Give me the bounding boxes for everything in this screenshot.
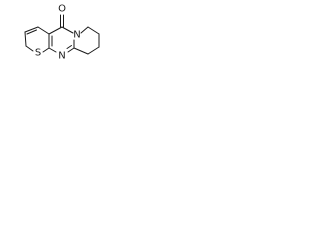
atom-oxygen: O — [58, 4, 66, 15]
bond-c-carbonyl-to-n — [61, 26, 74, 34]
bond-c3-to-c2 — [24, 26, 39, 33]
bond-c7a-to-n-bottom — [48, 47, 57, 53]
bond-ch2-top-to-ch2-right-top — [87, 26, 100, 35]
bond-c1-to-s — [25, 45, 34, 52]
bond-c3-to-c2-double — [26, 29, 37, 35]
bond-c3a-to-c3 — [37, 26, 50, 35]
bonds — [24, 14, 100, 55]
atom-nitrogen-ring: N — [73, 30, 80, 41]
bond-ch2-bottom-to-c-amidine — [73, 47, 89, 55]
bond-c-carbonyl-to-c3a — [48, 26, 63, 35]
bond-ch2-right-bottom-to-ch2-bottom — [87, 46, 100, 55]
bond-c2-to-c1 — [24, 31, 27, 47]
atom-nitrogen-bottom: N — [58, 51, 65, 62]
chemical-structure: O S N N — [24, 4, 100, 62]
bond-n-ring-to-ch2-top — [80, 26, 89, 34]
atom-labels: O S N N — [35, 4, 81, 62]
bond-n-bottom-to-c-amidine — [67, 47, 75, 53]
bond-n-bottom-to-c-amidine-double — [66, 45, 72, 49]
atom-sulfur: S — [35, 48, 41, 59]
bond-s-to-c7a — [42, 47, 50, 53]
